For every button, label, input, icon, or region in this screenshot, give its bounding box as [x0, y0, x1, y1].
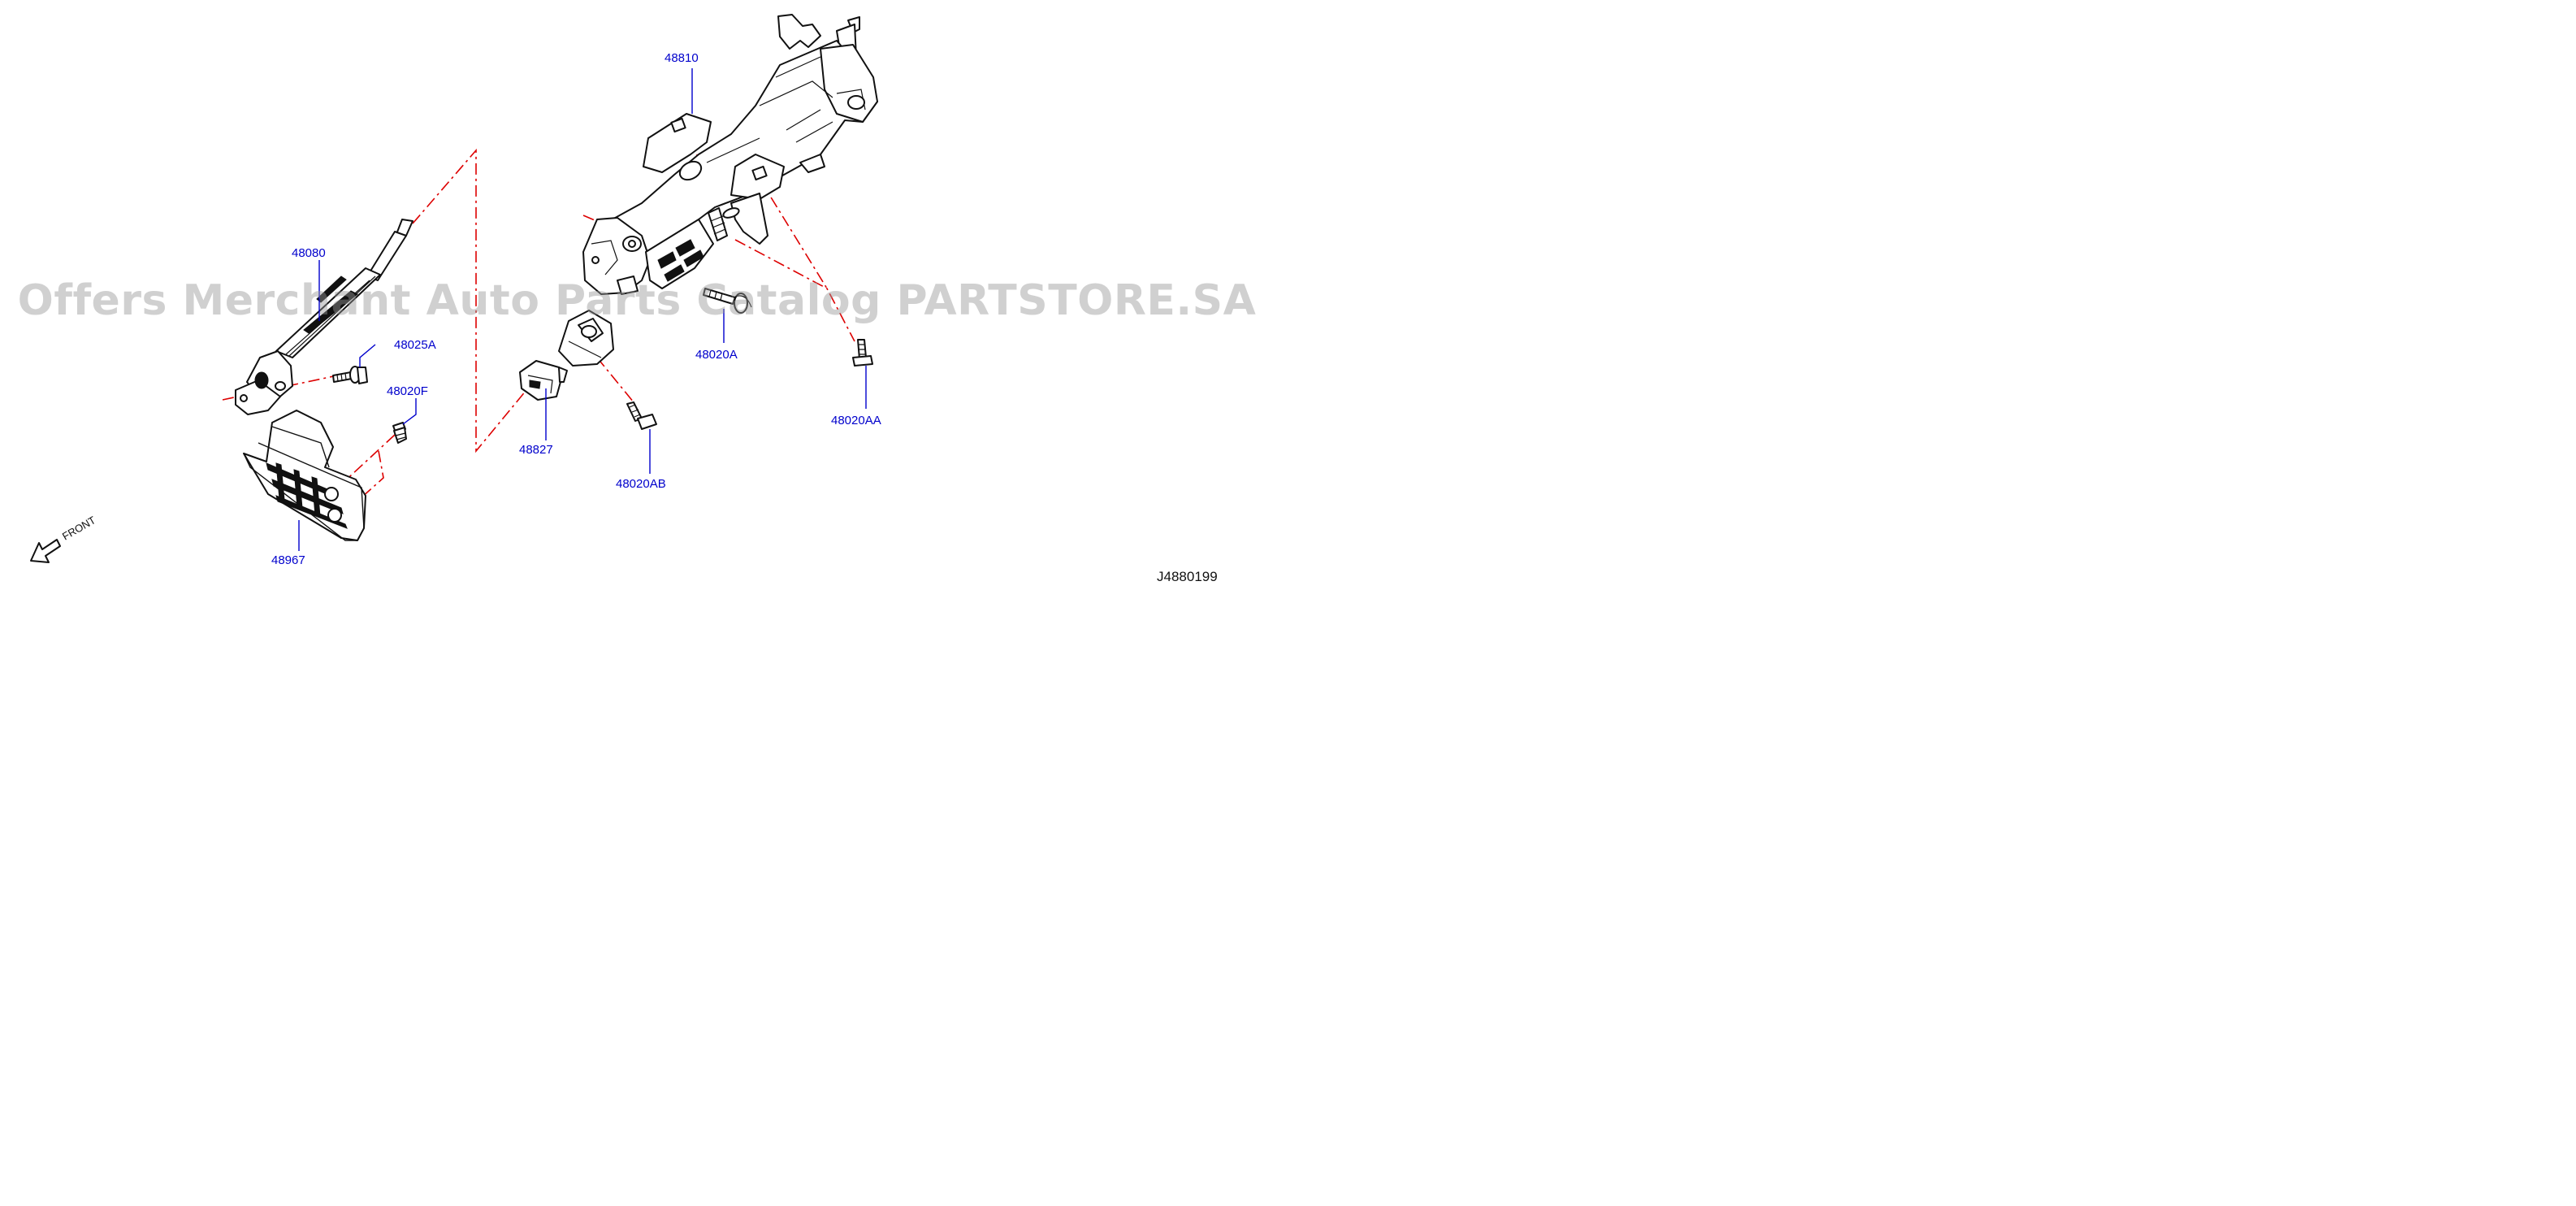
bolt-48020AA[interactable]: [852, 339, 873, 367]
bolt-48025A[interactable]: [332, 366, 368, 384]
label-48080: 48080: [292, 246, 326, 260]
label-48020AB: 48020AB: [616, 477, 666, 491]
steering-column-48810[interactable]: [582, 14, 878, 295]
bolt-48020A[interactable]: [703, 288, 752, 314]
label-48967: 48967: [271, 553, 305, 567]
front-label: FRONT: [60, 514, 97, 542]
steering-column-illustration: 48810 48080 48025A 48020F 48827 48020A 4…: [30, 14, 881, 567]
lower-joint[interactable]: [558, 310, 614, 367]
parts-diagram: 48810 48080 48025A 48020F 48827 48020A 4…: [0, 0, 1274, 596]
bolt-48020AB[interactable]: [626, 401, 657, 430]
label-48020F: 48020F: [387, 384, 428, 398]
part-labels: 48810 48080 48025A 48020F 48827 48020A 4…: [271, 51, 881, 567]
bracket-48827[interactable]: [519, 360, 568, 401]
front-arrow-icon: [30, 539, 61, 563]
label-48025A: 48025A: [394, 338, 436, 352]
clip-48020F[interactable]: [392, 422, 407, 444]
label-48020AA: 48020AA: [831, 414, 881, 427]
cover-48967[interactable]: [243, 410, 366, 541]
leader-lines: [298, 68, 867, 551]
front-direction-indicator: FRONT: [30, 514, 97, 563]
label-48810: 48810: [665, 51, 699, 65]
intermediate-shaft-48080[interactable]: [235, 219, 413, 415]
diagram-reference-code: J4880199: [1157, 569, 1218, 584]
label-48020A: 48020A: [695, 348, 738, 362]
label-48827: 48827: [519, 443, 553, 457]
